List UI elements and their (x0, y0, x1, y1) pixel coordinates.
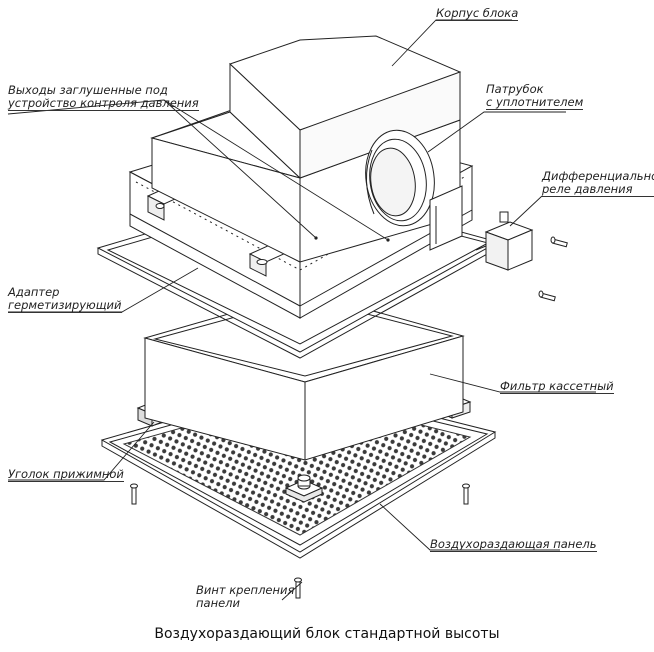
label-bracket: Уголок прижимной (8, 467, 124, 482)
label-outlets: Выходы заглушенные под устройство контро… (8, 84, 199, 111)
label-adapter: Адаптер герметизирующий (8, 286, 122, 313)
unit-housing (150, 35, 462, 263)
label-relay-line2: реле давления (542, 183, 654, 197)
relay-screw-2 (538, 290, 556, 302)
label-screw-line2: панели (196, 596, 240, 610)
label-filter: Фильтр кассетный (500, 379, 614, 394)
spigot (365, 129, 435, 227)
screw-right (462, 483, 470, 505)
label-spigot-line2: с уплотнителем (486, 95, 584, 110)
relay-screw-1 (550, 236, 568, 248)
label-screw: Винт крепления панели (196, 584, 294, 610)
screw-left (130, 483, 138, 505)
label-spigot-line1: Патрубок (486, 82, 544, 96)
label-screw-line1: Винт крепления (196, 583, 295, 597)
label-panel: Воздухораздающая панель (430, 537, 597, 552)
pressure-relay (475, 211, 534, 271)
center-knob (284, 474, 324, 503)
figure-caption: Воздухораздающий блок стандартной высоты (154, 626, 500, 642)
label-adapter-line2: герметизирующий (8, 298, 122, 313)
label-spigot: Патрубок с уплотнителем (486, 82, 584, 110)
side-box (429, 185, 463, 251)
label-outlets-line2: устройство контроля давления (8, 96, 199, 111)
label-adapter-line1: Адаптер (8, 285, 60, 299)
label-relay-line1: Дифференциальное (542, 169, 654, 183)
screw-bottom (294, 577, 302, 599)
label-outlets-line1: Выходы заглушенные под (8, 83, 168, 97)
label-housing: Корпус блока (436, 6, 519, 21)
label-relay: Дифференциальное реле давления (542, 170, 654, 197)
